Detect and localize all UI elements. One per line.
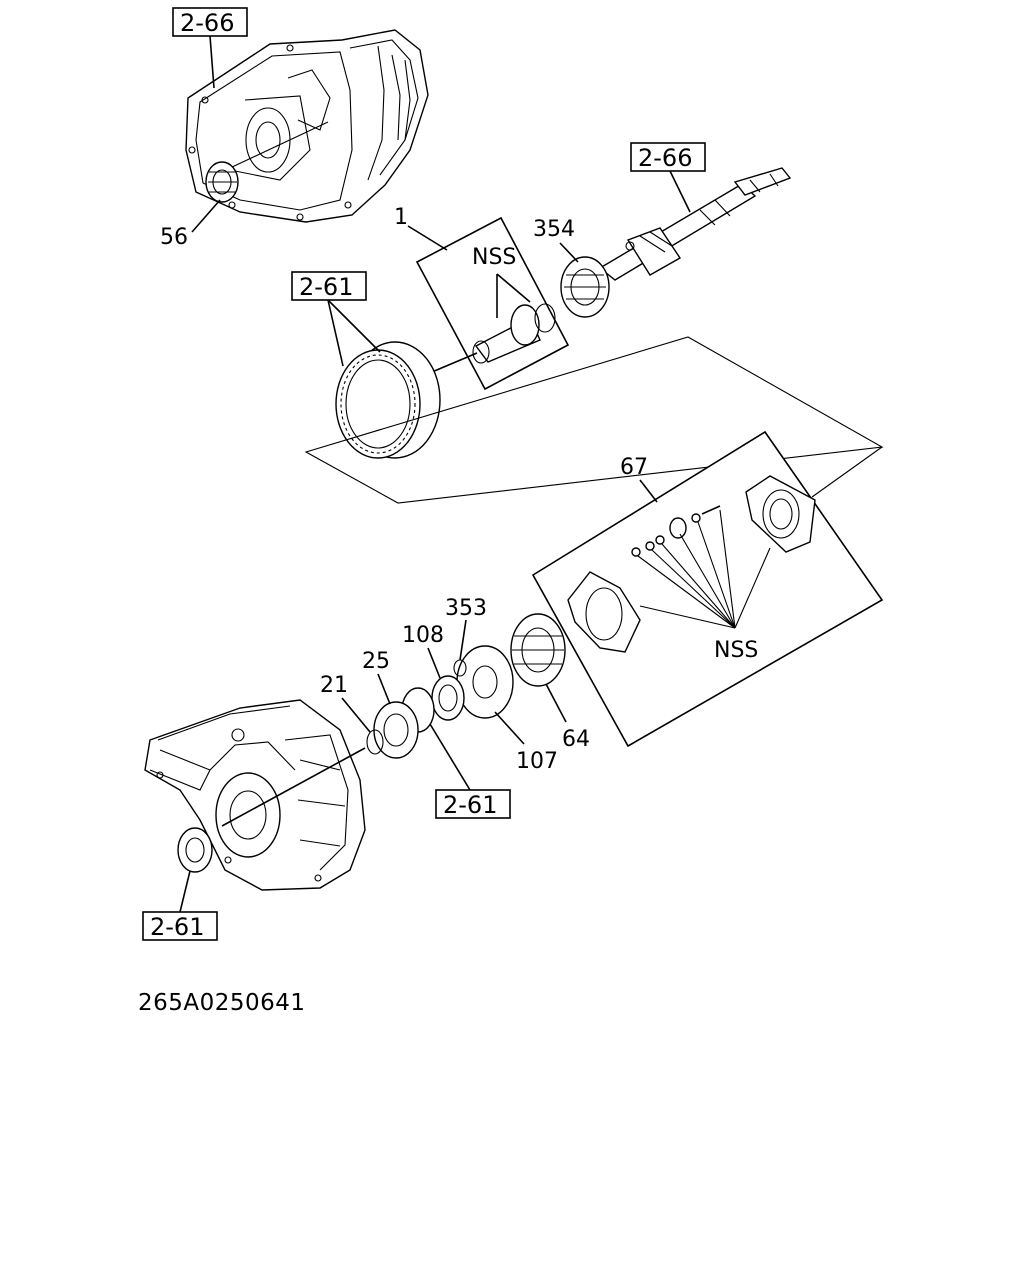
bearing-25 [373,701,419,759]
oil-seal [177,827,213,873]
callout-353: 353 [445,596,487,621]
callout-107: 107 [516,749,558,774]
lower-transmission-housing [144,699,366,891]
ref-box-seal [142,911,218,941]
ref-shaft: 2-66 [638,144,692,172]
ring-108 [431,675,465,721]
ref-ring-gear: 2-61 [299,273,353,301]
callout-nss-upper: NSS [472,245,516,270]
kit-67-housing [567,571,641,653]
ref-box-ring-gear [291,271,367,301]
upper-transmission-housing [185,29,429,223]
main-shaft [598,167,792,281]
nss-leader-lines [637,509,771,629]
ref-box-shaft [630,142,706,172]
callout-56: 56 [160,225,188,250]
callout-nss-lower: NSS [714,638,758,663]
ref-seal: 2-61 [150,913,204,941]
kit-67-small-parts [631,505,721,557]
kit-67-plate [745,475,816,553]
bearing-56 [205,161,239,203]
callout-108: 108 [402,623,444,648]
kit-1-frame [415,216,570,391]
ref-box-top-left [172,7,248,37]
ring-gear [335,341,441,459]
callout-21: 21 [320,673,348,698]
ref-bearing: 2-61 [443,791,497,819]
callout-64: 64 [562,727,590,752]
snap-ring-21 [366,729,384,755]
callout-25: 25 [362,649,390,674]
gear-354 [560,256,610,318]
kit-1-gear-assembly [472,303,556,364]
thrust-washer-107 [456,645,514,719]
ref-top-left: 2-66 [180,9,234,37]
callout-67: 67 [620,455,648,480]
gear-64 [510,613,566,687]
figure-code: 265A0250641 [138,990,306,1016]
callout-354: 354 [533,217,575,242]
ref-box-bearing [435,789,511,819]
callout-1: 1 [394,205,408,230]
